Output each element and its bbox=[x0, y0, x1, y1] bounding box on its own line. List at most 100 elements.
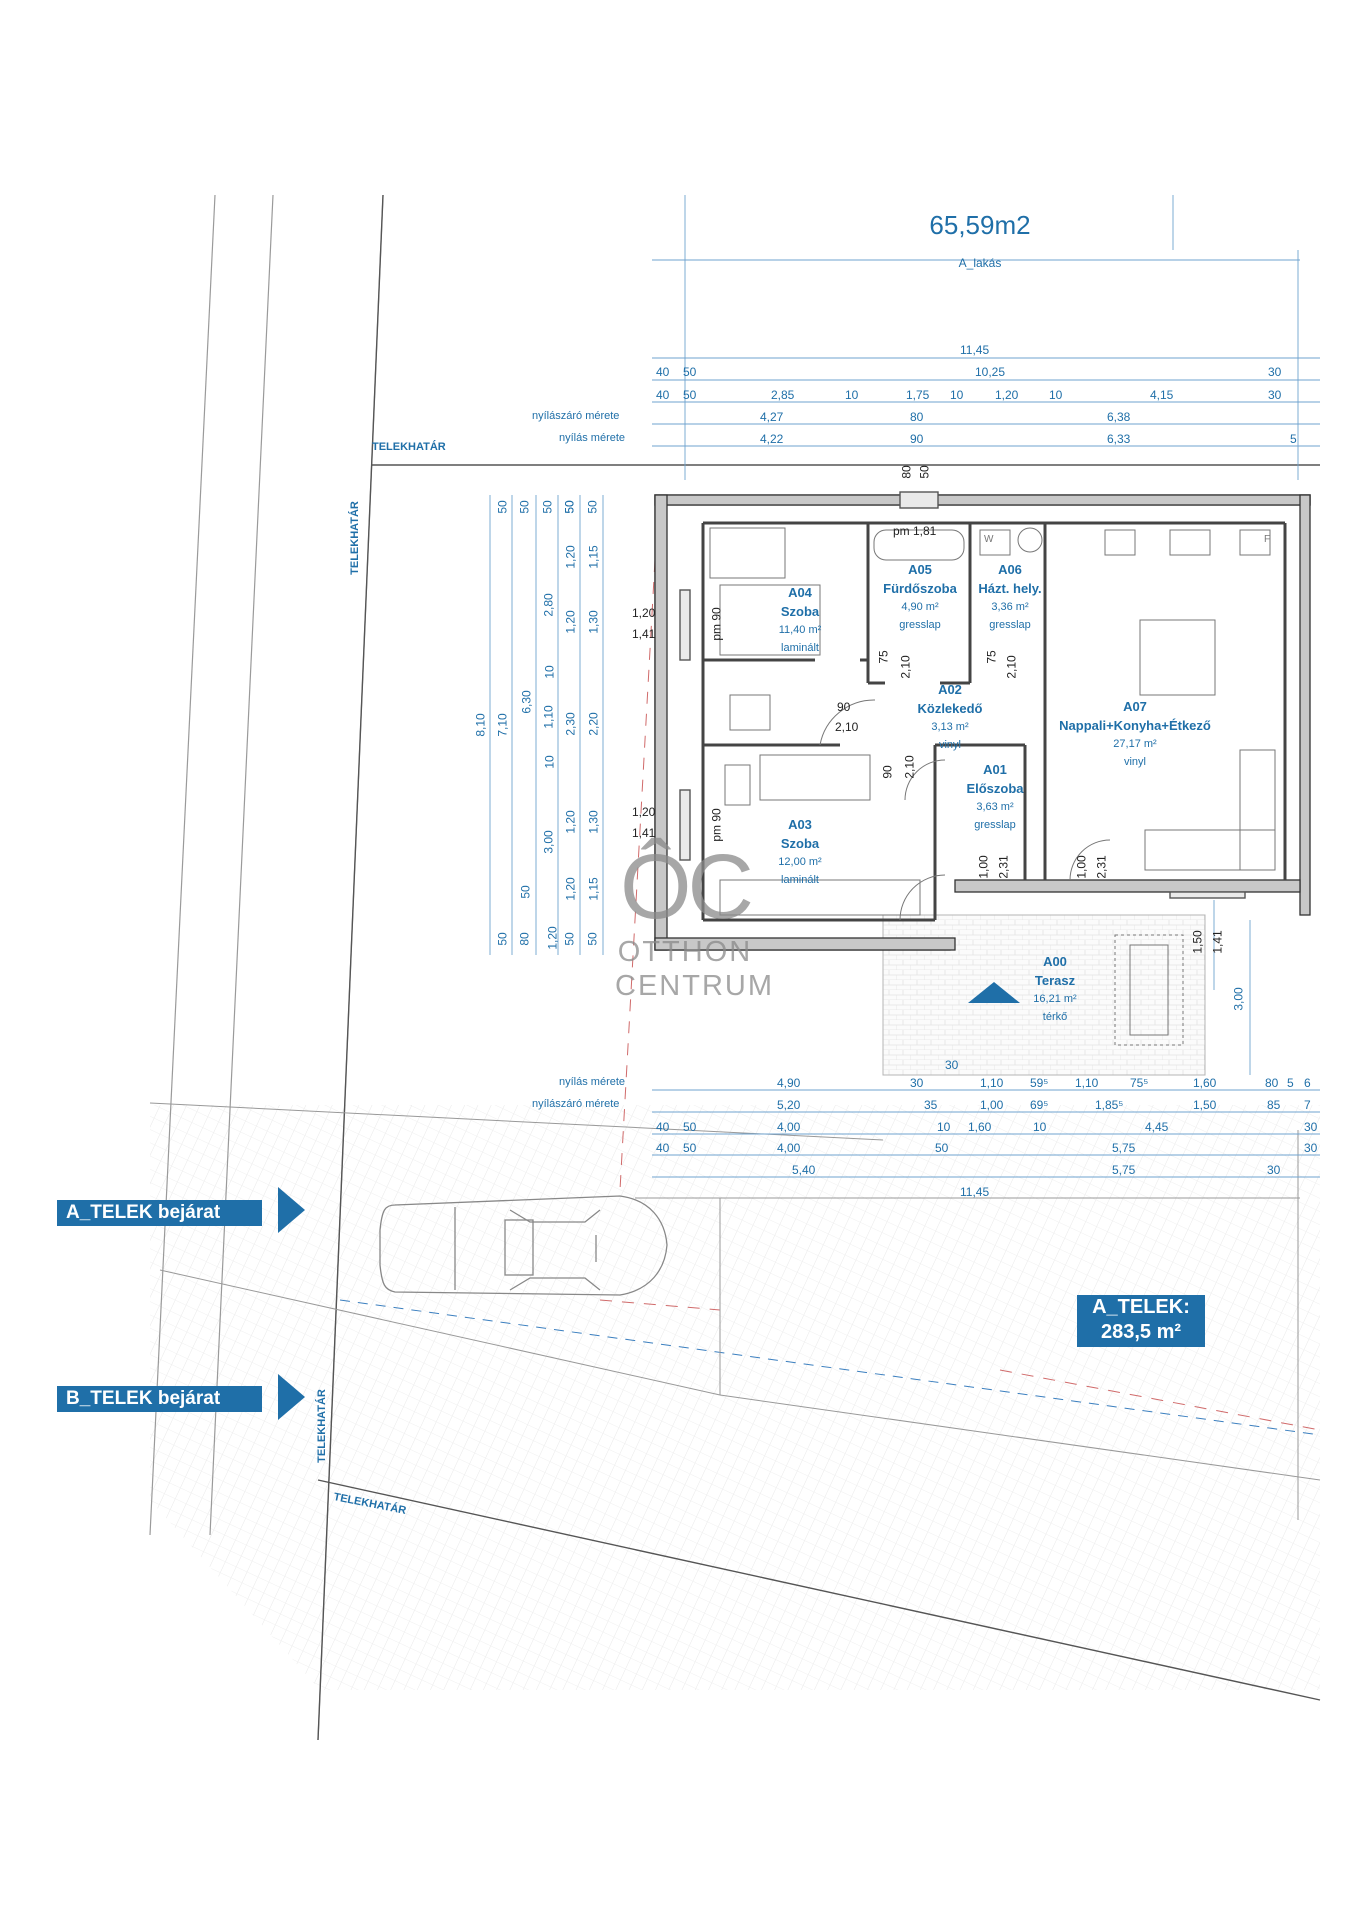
dim-bottom-row6: 11,45 bbox=[960, 1185, 989, 1199]
dim-top-row1: 11,45 bbox=[960, 343, 989, 357]
dim-value: 1,00 bbox=[980, 1098, 1004, 1112]
dim-value: 4,22 bbox=[760, 432, 784, 446]
dim-value: 10 bbox=[950, 388, 964, 402]
dim-value: 6 bbox=[1304, 1076, 1311, 1090]
dim-value: 2,85 bbox=[771, 388, 795, 402]
dash-lines bbox=[339, 1299, 1321, 1436]
dim-value: 10 bbox=[1033, 1120, 1047, 1134]
dim-value: 30 bbox=[910, 1076, 924, 1090]
dim-value: 30 bbox=[945, 1058, 959, 1072]
dim-value: 5 bbox=[1290, 432, 1297, 446]
dim-value: 50 bbox=[683, 388, 697, 402]
dim-value: 5 bbox=[1287, 1076, 1294, 1090]
dim-lines-top bbox=[652, 195, 1320, 480]
dim-value: 40 bbox=[656, 388, 670, 402]
dim-value: 10 bbox=[1049, 388, 1063, 402]
dim-bottom-row5: 5,40 5,75 30 bbox=[0, 1163, 1357, 1178]
dim-value: 1,10 bbox=[1075, 1076, 1099, 1090]
boundary-label-lower-left: TELEKHATÁR bbox=[315, 1389, 328, 1463]
red-dash-lines bbox=[599, 559, 1321, 1431]
windows bbox=[679, 491, 1246, 899]
dim-value: 10 bbox=[845, 388, 859, 402]
dim-value: 11,45 bbox=[960, 343, 990, 357]
dim-value: 5,75 bbox=[1112, 1141, 1136, 1155]
dim-value: 85 bbox=[1267, 1098, 1281, 1112]
dim-top-row2: 40 50 10,25 30 bbox=[0, 365, 1357, 380]
dim-value: 1,50 bbox=[1193, 1098, 1217, 1112]
dim-value: 80 bbox=[910, 410, 924, 424]
dim-value: 7 bbox=[1304, 1098, 1311, 1112]
dim-value: 40 bbox=[656, 1120, 670, 1134]
dim-value: 75⁵ bbox=[1130, 1076, 1149, 1090]
building-walls bbox=[654, 494, 1311, 951]
dim-lines-bottom bbox=[652, 900, 1320, 1178]
boundary-label-top: TELEKHATÁR bbox=[372, 441, 446, 453]
dim-value: 1,85⁵ bbox=[1095, 1098, 1124, 1112]
dim-value: 4,00 bbox=[777, 1141, 801, 1155]
dim-value: 6,33 bbox=[1107, 432, 1131, 446]
dim-bottom-terrace: 30 bbox=[945, 1058, 958, 1072]
dim-value: 40 bbox=[656, 1141, 670, 1155]
dim-value: 50 bbox=[935, 1141, 949, 1155]
dim-value: 4,90 bbox=[777, 1076, 801, 1090]
dim-value: 30 bbox=[1304, 1120, 1318, 1134]
b-telek-entrance-banner: B_TELEK bejárat bbox=[57, 1386, 262, 1412]
dim-row-label: nyílászáró mérete bbox=[532, 1098, 620, 1110]
car-outline bbox=[379, 1195, 668, 1296]
dim-value: 50 bbox=[683, 1120, 697, 1134]
dim-value: 4,00 bbox=[777, 1120, 801, 1134]
plot-area: 283,5 m² bbox=[1100, 1321, 1182, 1343]
dim-value: 30 bbox=[1267, 1163, 1281, 1177]
unit-label: A_lakás bbox=[958, 256, 1002, 270]
dim-value: 4,27 bbox=[760, 410, 784, 424]
dim-value: 11,45 bbox=[960, 1185, 990, 1199]
logo-line2: CENTRUM bbox=[615, 970, 774, 1002]
dim-value: 1,60 bbox=[1193, 1076, 1217, 1090]
otthon-centrum-logo: ÔC OTTHON CENTRUM bbox=[615, 836, 774, 1003]
dim-value: 1,60 bbox=[968, 1120, 992, 1134]
dim-bottom-row1: nyílás mérete 4,90 30 1,10 59⁵ 1,10 75⁵ … bbox=[0, 1076, 1357, 1091]
inner-walls bbox=[701, 521, 1287, 922]
a-telek-entrance-banner: A_TELEK bejárat bbox=[57, 1200, 262, 1226]
dim-bottom-row3: 40 50 4,00 10 1,60 10 4,45 30 bbox=[0, 1120, 1357, 1135]
dim-value: 5,75 bbox=[1112, 1163, 1136, 1177]
dim-value: 30 bbox=[1304, 1141, 1318, 1155]
a-telek-entrance-label: A_TELEK bejárat bbox=[66, 1202, 221, 1223]
dim-top-row5: nyílás mérete 4,22 90 6,33 5 bbox=[0, 432, 1357, 447]
dim-value: 4,15 bbox=[1150, 388, 1174, 402]
dim-bottom-row4: 40 50 4,00 50 5,75 30 bbox=[0, 1141, 1357, 1156]
dim-value: 80 bbox=[1265, 1076, 1279, 1090]
dim-bottom-row2: nyílászáró mérete 5,20 35 1,00 69⁵ 1,85⁵… bbox=[0, 1098, 1357, 1113]
boundary-lines bbox=[317, 194, 1321, 1741]
dim-value: 30 bbox=[1268, 365, 1282, 379]
b-telek-entrance-label: B_TELEK bejárat bbox=[66, 1388, 221, 1409]
dim-row-label: nyílás mérete bbox=[559, 432, 626, 444]
dim-value: 5,20 bbox=[777, 1098, 801, 1112]
dim-value: 69⁵ bbox=[1030, 1098, 1049, 1112]
furniture bbox=[709, 527, 1276, 1046]
dim-value: 6,38 bbox=[1107, 410, 1131, 424]
dim-value: 30 bbox=[1268, 388, 1282, 402]
dim-value: 1,75 bbox=[906, 388, 930, 402]
dim-value: 1,20 bbox=[995, 388, 1019, 402]
logo-mark: ÔC bbox=[620, 836, 754, 938]
dim-row-label: nyílás mérete bbox=[559, 1076, 626, 1088]
plot-title: A_TELEK: bbox=[1092, 1296, 1190, 1318]
dim-value: 10 bbox=[937, 1120, 951, 1134]
dim-value: 1,10 bbox=[980, 1076, 1004, 1090]
dim-value: 4,45 bbox=[1145, 1120, 1169, 1134]
dim-lines-left bbox=[489, 495, 604, 955]
dim-value: 5,40 bbox=[792, 1163, 816, 1177]
dim-value: 90 bbox=[910, 432, 924, 446]
dim-row-label: nyílászáró mérete bbox=[532, 410, 620, 422]
dim-value: 40 bbox=[656, 365, 670, 379]
logo-line1: OTTHON bbox=[617, 936, 753, 968]
dim-value: 59⁵ bbox=[1030, 1076, 1049, 1090]
dim-value: 50 bbox=[683, 1141, 697, 1155]
entrance-arrows bbox=[278, 982, 1020, 1420]
boundary-label-left: TELEKHATÁR bbox=[348, 501, 361, 575]
plot-area-badge: A_TELEK: 283,5 m² bbox=[1077, 1295, 1205, 1347]
dim-value: 50 bbox=[683, 365, 697, 379]
dim-top-row4: nyílászáró mérete 4,27 80 6,38 bbox=[0, 410, 1357, 425]
